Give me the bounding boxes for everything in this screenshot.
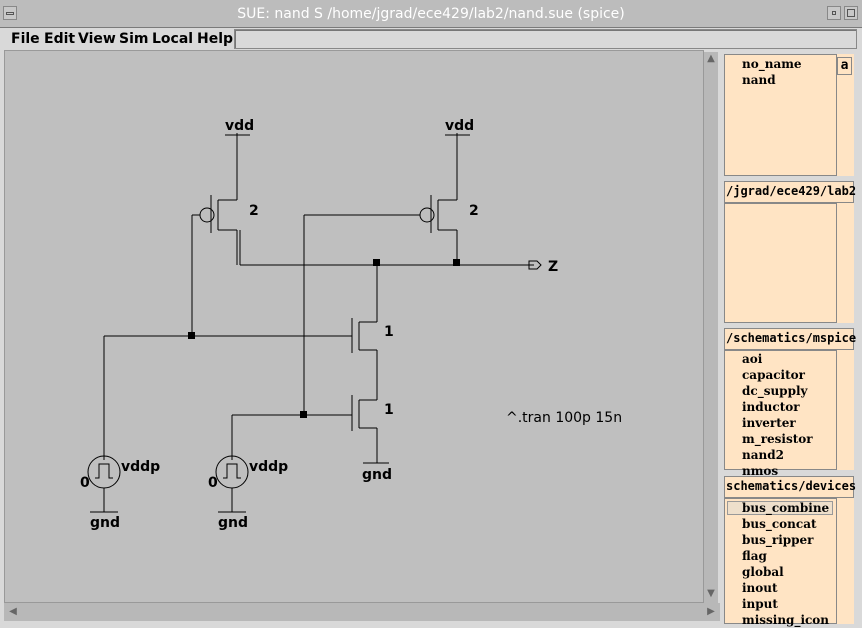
mspice-scrollbar[interactable] bbox=[836, 350, 854, 470]
maximize-button[interactable] bbox=[844, 6, 858, 20]
pmos-size-2: 2 bbox=[469, 203, 479, 219]
mspice-item-capacitor[interactable]: capacitor bbox=[742, 368, 805, 382]
source-value-1: 0 bbox=[80, 475, 90, 491]
spice-directive: ^.tran 100p 15n bbox=[506, 410, 622, 426]
title-bar bbox=[0, 0, 862, 28]
devices-item-missing-icon[interactable]: missing_icon bbox=[742, 613, 830, 627]
vdd-label-1: vdd bbox=[225, 118, 254, 134]
mspice-item-nmos[interactable]: nmos bbox=[742, 464, 779, 478]
schematic-drawing: vdd vdd 2 2 Z 1 1 gnd vddp vddp 0 0 gnd … bbox=[80, 118, 622, 531]
mspice-item-nand2[interactable]: nand2 bbox=[742, 448, 784, 462]
canvas-hscrollbar[interactable] bbox=[4, 603, 720, 621]
devices-item-inout[interactable]: inout bbox=[742, 581, 778, 595]
gnd-label-2: gnd bbox=[90, 515, 120, 531]
directory-scrollbar[interactable] bbox=[836, 203, 854, 323]
source-label-2: vddp bbox=[249, 459, 288, 475]
canvas-vscrollbar[interactable] bbox=[704, 52, 718, 603]
source-label-1: vddp bbox=[121, 459, 160, 475]
schematic-canvas[interactable]: vdd vdd 2 2 Z 1 1 gnd vddp vddp 0 0 gnd … bbox=[4, 50, 704, 603]
mspice-item-dc-supply[interactable]: dc_supply bbox=[742, 384, 808, 398]
nmos-size-2: 1 bbox=[384, 402, 394, 418]
mspice-panel: aoi capacitor dc_supply inductor inverte… bbox=[724, 350, 854, 478]
mspice-item-inverter[interactable]: inverter bbox=[742, 416, 796, 430]
mspice-item-aoi[interactable]: aoi bbox=[742, 352, 763, 366]
minimize-button[interactable] bbox=[827, 6, 841, 20]
window-title: SUE: nand S /home/jgrad/ece429/lab2/nand… bbox=[237, 6, 625, 22]
pmos-size-1: 2 bbox=[249, 203, 259, 219]
window-menu-button[interactable] bbox=[3, 6, 17, 20]
command-entry[interactable] bbox=[234, 29, 857, 49]
menu-view[interactable]: View bbox=[78, 31, 116, 47]
nmos-size-1: 1 bbox=[384, 324, 394, 340]
directory-label: /jgrad/ece429/lab2 bbox=[724, 181, 856, 203]
scroll-down-icon[interactable]: ▼ bbox=[707, 588, 715, 599]
devices-item-bus-combine[interactable]: bus_combine bbox=[742, 501, 830, 515]
source-value-2: 0 bbox=[208, 475, 218, 491]
menu-file[interactable]: File bbox=[11, 31, 40, 47]
mspice-label: /schematics/mspice bbox=[724, 328, 856, 350]
menu-help[interactable]: Help bbox=[197, 31, 234, 47]
cell-list-scrollbar[interactable] bbox=[836, 54, 854, 176]
menu-sim[interactable]: Sim bbox=[119, 31, 149, 47]
directory-panel bbox=[724, 203, 854, 323]
devices-item-input[interactable]: input bbox=[742, 597, 778, 611]
cell-list-panel bbox=[724, 54, 854, 176]
devices-label: schematics/devices bbox=[724, 476, 856, 498]
output-label: Z bbox=[548, 259, 558, 275]
cell-item-nand[interactable]: nand bbox=[742, 73, 776, 87]
cell-list-toggle-button[interactable]: a bbox=[837, 57, 852, 75]
mspice-item-inductor[interactable]: inductor bbox=[742, 400, 800, 414]
scroll-right-icon[interactable]: ▶ bbox=[707, 606, 715, 617]
scroll-left-icon[interactable]: ◀ bbox=[9, 606, 17, 617]
devices-panel: bus_combine bus_concat bus_ripper flag g… bbox=[724, 498, 854, 627]
mspice-item-m-resistor[interactable]: m_resistor bbox=[742, 432, 813, 446]
devices-scrollbar[interactable] bbox=[836, 498, 854, 624]
gnd-label-3: gnd bbox=[218, 515, 248, 531]
devices-item-global[interactable]: global bbox=[742, 565, 784, 579]
gnd-label-1: gnd bbox=[362, 467, 392, 483]
cell-item-no-name[interactable]: no_name bbox=[742, 57, 802, 71]
devices-item-bus-concat[interactable]: bus_concat bbox=[742, 517, 817, 531]
menu-edit[interactable]: Edit bbox=[44, 31, 76, 47]
devices-item-bus-ripper[interactable]: bus_ripper bbox=[742, 533, 814, 547]
devices-item-flag[interactable]: flag bbox=[742, 549, 767, 563]
scroll-up-icon[interactable]: ▲ bbox=[707, 53, 715, 64]
vdd-label-2: vdd bbox=[445, 118, 474, 134]
menu-local[interactable]: Local bbox=[152, 31, 194, 47]
devices-selection-highlight bbox=[727, 501, 833, 515]
